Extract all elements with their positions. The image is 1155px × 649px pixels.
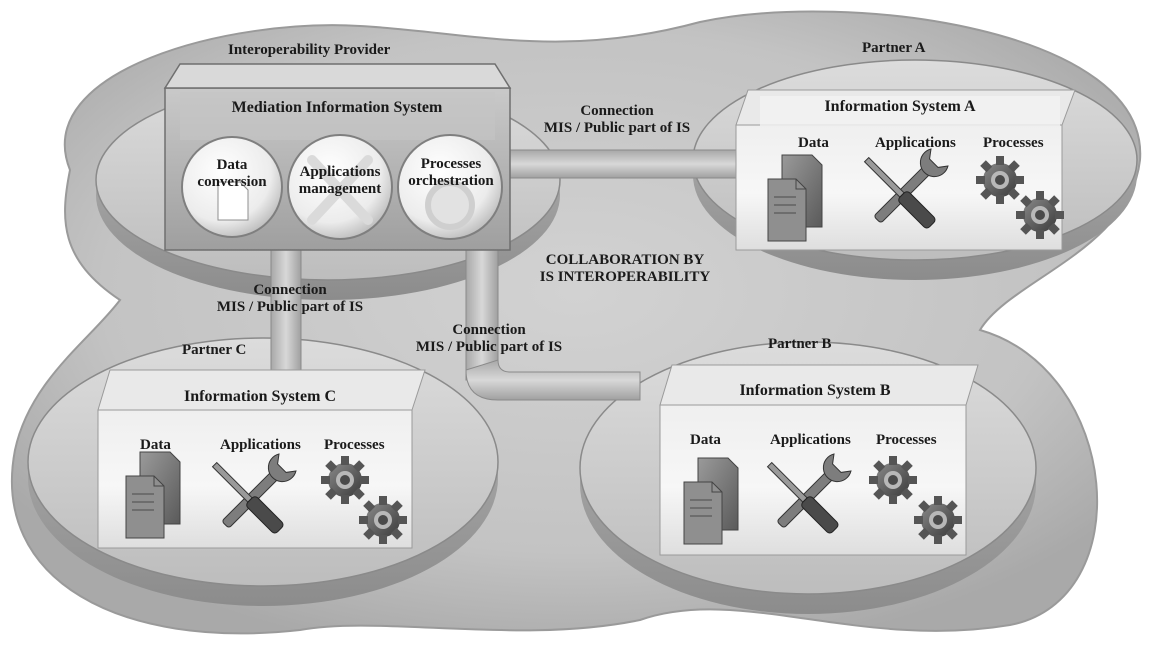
applications-management-line2: management	[298, 180, 382, 197]
data-conversion-pill	[181, 136, 283, 238]
processes-orchestration-line1: Processes	[420, 156, 482, 172]
processes-icon-a-gear2	[1016, 191, 1064, 239]
is-a-applications-label: Applications	[875, 135, 956, 151]
information-system-a-title: Information System A	[824, 98, 976, 115]
collaboration-caption-line2: IS INTEROPERABILITY	[539, 269, 711, 286]
collaboration-caption: COLLABORATION BY IS INTEROPERABILITY	[520, 252, 730, 287]
connection-c-line2: MIS / Public part of IS	[216, 299, 364, 316]
processes-icon-b-gear2	[914, 496, 962, 544]
data-conversion-line1: Data	[216, 157, 248, 173]
connection-pipe-a	[499, 149, 751, 179]
applications-management-line1: Applications	[299, 164, 381, 180]
is-b-applications-label: Applications	[770, 432, 851, 448]
connection-b-label: Connection MIS / Public part of IS	[394, 322, 584, 357]
applications-management-label: Applications management	[288, 164, 392, 197]
is-b-processes-label: Processes	[876, 432, 937, 448]
connection-a-label: Connection MIS / Public part of IS	[522, 103, 712, 138]
is-a-processes-label: Processes	[983, 135, 1044, 151]
connection-a-line2: MIS / Public part of IS	[543, 120, 691, 137]
applications-management-pill	[287, 134, 393, 240]
processes-orchestration-line2: orchestration	[408, 172, 494, 189]
partner-c-label: Partner C	[182, 342, 247, 358]
connection-b-line2: MIS / Public part of IS	[415, 339, 563, 356]
collaboration-caption-line1: COLLABORATION BY	[545, 252, 705, 268]
connection-pipe-c	[270, 249, 302, 381]
information-system-b-title: Information System B	[739, 382, 891, 399]
data-conversion-label: Data conversion	[195, 157, 269, 190]
connection-b-line1: Connection	[452, 322, 526, 338]
is-c-processes-label: Processes	[324, 437, 385, 453]
mediation-system-title: Mediation Information System	[231, 99, 443, 116]
is-b-data-label: Data	[690, 432, 721, 448]
connection-a-line1: Connection	[580, 103, 654, 119]
connection-c-label: Connection MIS / Public part of IS	[195, 282, 385, 317]
is-a-data-label: Data	[798, 135, 829, 151]
processes-icon-a-gear1	[976, 156, 1024, 204]
is-c-applications-label: Applications	[220, 437, 301, 453]
data-conversion-line2: conversion	[197, 173, 267, 190]
provider-platform-label: Interoperability Provider	[228, 42, 391, 58]
processes-orchestration-label: Processes orchestration	[397, 156, 505, 189]
processes-icon-c-gear1	[321, 456, 369, 504]
processes-orchestration-pill	[397, 134, 503, 240]
processes-icon-b-gear1	[869, 456, 917, 504]
processes-icon-c-gear2	[359, 496, 407, 544]
information-system-c-title: Information System C	[184, 388, 336, 405]
connection-c-line1: Connection	[253, 282, 327, 298]
partner-b-label: Partner B	[768, 336, 832, 352]
is-c-data-label: Data	[140, 437, 171, 453]
connection-pipe-b	[465, 249, 641, 401]
partner-a-label: Partner A	[862, 40, 926, 56]
